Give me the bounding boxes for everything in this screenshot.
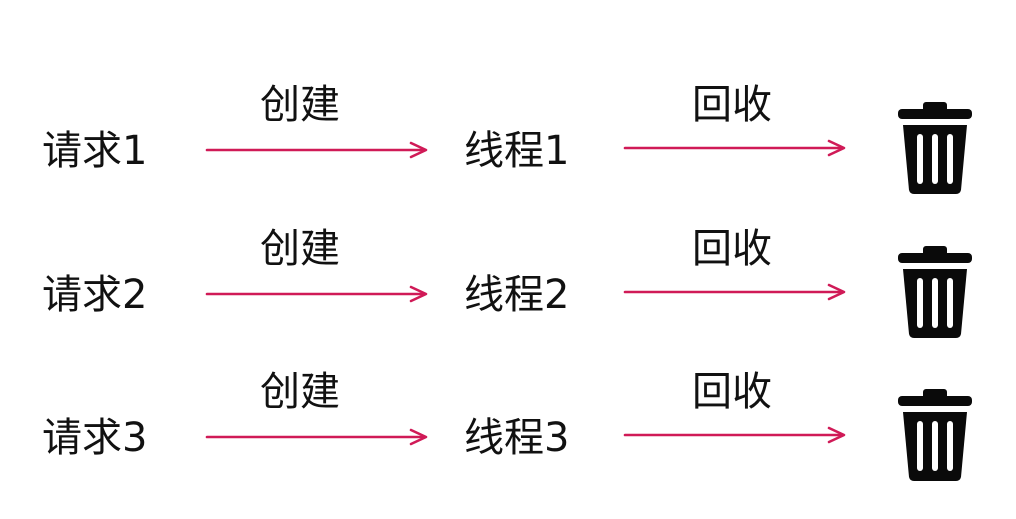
request-label: 请求1 (42, 128, 148, 174)
recycle-arrow (623, 139, 846, 157)
request-label: 请求2 (42, 272, 148, 318)
flow-row-1: 请求1 创建 线程1 回收 (0, 75, 1016, 195)
recycle-arrow (623, 283, 846, 301)
create-label: 创建 (260, 226, 340, 272)
request-label: 请求3 (42, 415, 148, 461)
create-arrow (205, 428, 428, 446)
thread-label: 线程3 (464, 415, 570, 461)
flow-row-2: 请求2 创建 线程2 回收 (0, 219, 1016, 339)
thread-label: 线程2 (464, 272, 570, 318)
create-arrow (205, 285, 428, 303)
create-label: 创建 (260, 369, 340, 415)
create-label: 创建 (260, 82, 340, 128)
thread-label: 线程1 (464, 128, 570, 174)
recycle-label: 回收 (692, 82, 772, 128)
recycle-label: 回收 (692, 226, 772, 272)
create-arrow (205, 141, 428, 159)
recycle-label: 回收 (692, 369, 772, 415)
recycle-arrow (623, 426, 846, 444)
trash-bin-icon (898, 389, 972, 481)
trash-bin-icon (898, 102, 972, 194)
flow-row-3: 请求3 创建 线程3 回收 (0, 362, 1016, 482)
trash-bin-icon (898, 246, 972, 338)
